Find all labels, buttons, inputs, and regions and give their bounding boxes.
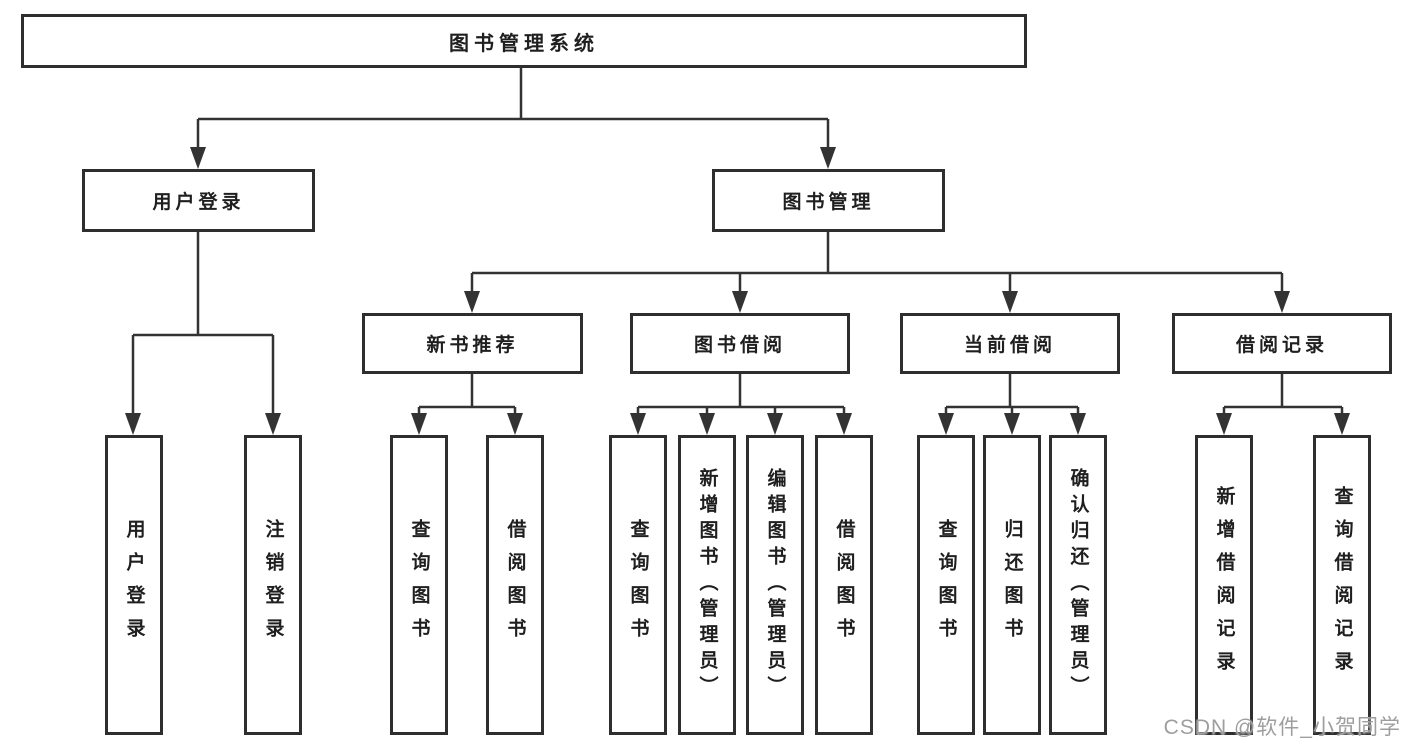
leaf-logout: 注销登录 (244, 435, 302, 735)
watermark: CSDN @软件_小贺同学 (1163, 716, 1401, 739)
leaf-query-books-current: 查询图书 (917, 435, 975, 735)
leaf-query-borrow-record: 查询借阅记录 (1313, 435, 1371, 735)
leaf-query-books-recommend: 查询图书 (390, 435, 448, 735)
leaf-return-books: 归还图书 (983, 435, 1041, 735)
connector-root-to-level2 (190, 68, 836, 169)
node-current-borrow: 当前借阅 (900, 313, 1120, 374)
node-label: 注销登录 (262, 519, 284, 651)
node-label: 新增借阅记录 (1213, 486, 1235, 684)
node-label: 用户登录 (152, 192, 245, 213)
node-label: 图书管理 (782, 192, 875, 213)
leaf-add-books-admin: 新增图书（管理员） (678, 435, 736, 735)
connector-borrow-records-to-leaves (1216, 374, 1350, 435)
connector-current-borrow-to-leaves (938, 374, 1086, 435)
node-label: 归还图书 (1001, 519, 1023, 651)
node-label: 图书借阅 (693, 335, 786, 356)
node-label: 查询图书 (408, 519, 430, 651)
leaf-query-books-borrow: 查询图书 (609, 435, 667, 735)
leaf-borrow-books: 借阅图书 (815, 435, 873, 735)
node-label: 查询借阅记录 (1331, 486, 1353, 684)
node-label: 查询图书 (627, 519, 649, 651)
node-label: 用户登录 (123, 519, 145, 651)
leaf-add-borrow-record: 新增借阅记录 (1195, 435, 1253, 735)
node-label: 编辑图书（管理员） (764, 468, 786, 702)
node-label: 当前借阅 (963, 335, 1056, 356)
node-label: 借阅图书 (833, 519, 855, 651)
node-label: 新书推荐 (426, 335, 519, 356)
node-new-book-recommend: 新书推荐 (362, 313, 583, 374)
node-label: 借阅记录 (1235, 335, 1328, 356)
node-label: 新增图书（管理员） (696, 468, 718, 702)
connector-new-book-recommend-to-leaves (411, 374, 523, 435)
connector-user-login-to-leaves (125, 232, 281, 435)
node-book-management: 图书管理 (712, 169, 945, 232)
leaf-edit-books-admin: 编辑图书（管理员） (746, 435, 804, 735)
node-user-login: 用户登录 (82, 169, 315, 232)
node-book-borrow: 图书借阅 (630, 313, 850, 374)
connector-book-borrow-to-leaves (630, 374, 852, 435)
leaf-confirm-return-admin: 确认归还（管理员） (1049, 435, 1107, 735)
node-label: 图书管理系统 (449, 32, 599, 55)
node-borrow-records: 借阅记录 (1172, 313, 1392, 374)
node-library-management-system: 图书管理系统 (21, 14, 1027, 68)
connector-book-management-to-level3 (464, 232, 1290, 313)
leaf-user-login: 用户登录 (105, 435, 163, 735)
leaf-borrow-books-recommend: 借阅图书 (486, 435, 544, 735)
node-label: 借阅图书 (504, 519, 526, 651)
node-label: 查询图书 (935, 519, 957, 651)
node-label: 确认归还（管理员） (1067, 468, 1089, 702)
